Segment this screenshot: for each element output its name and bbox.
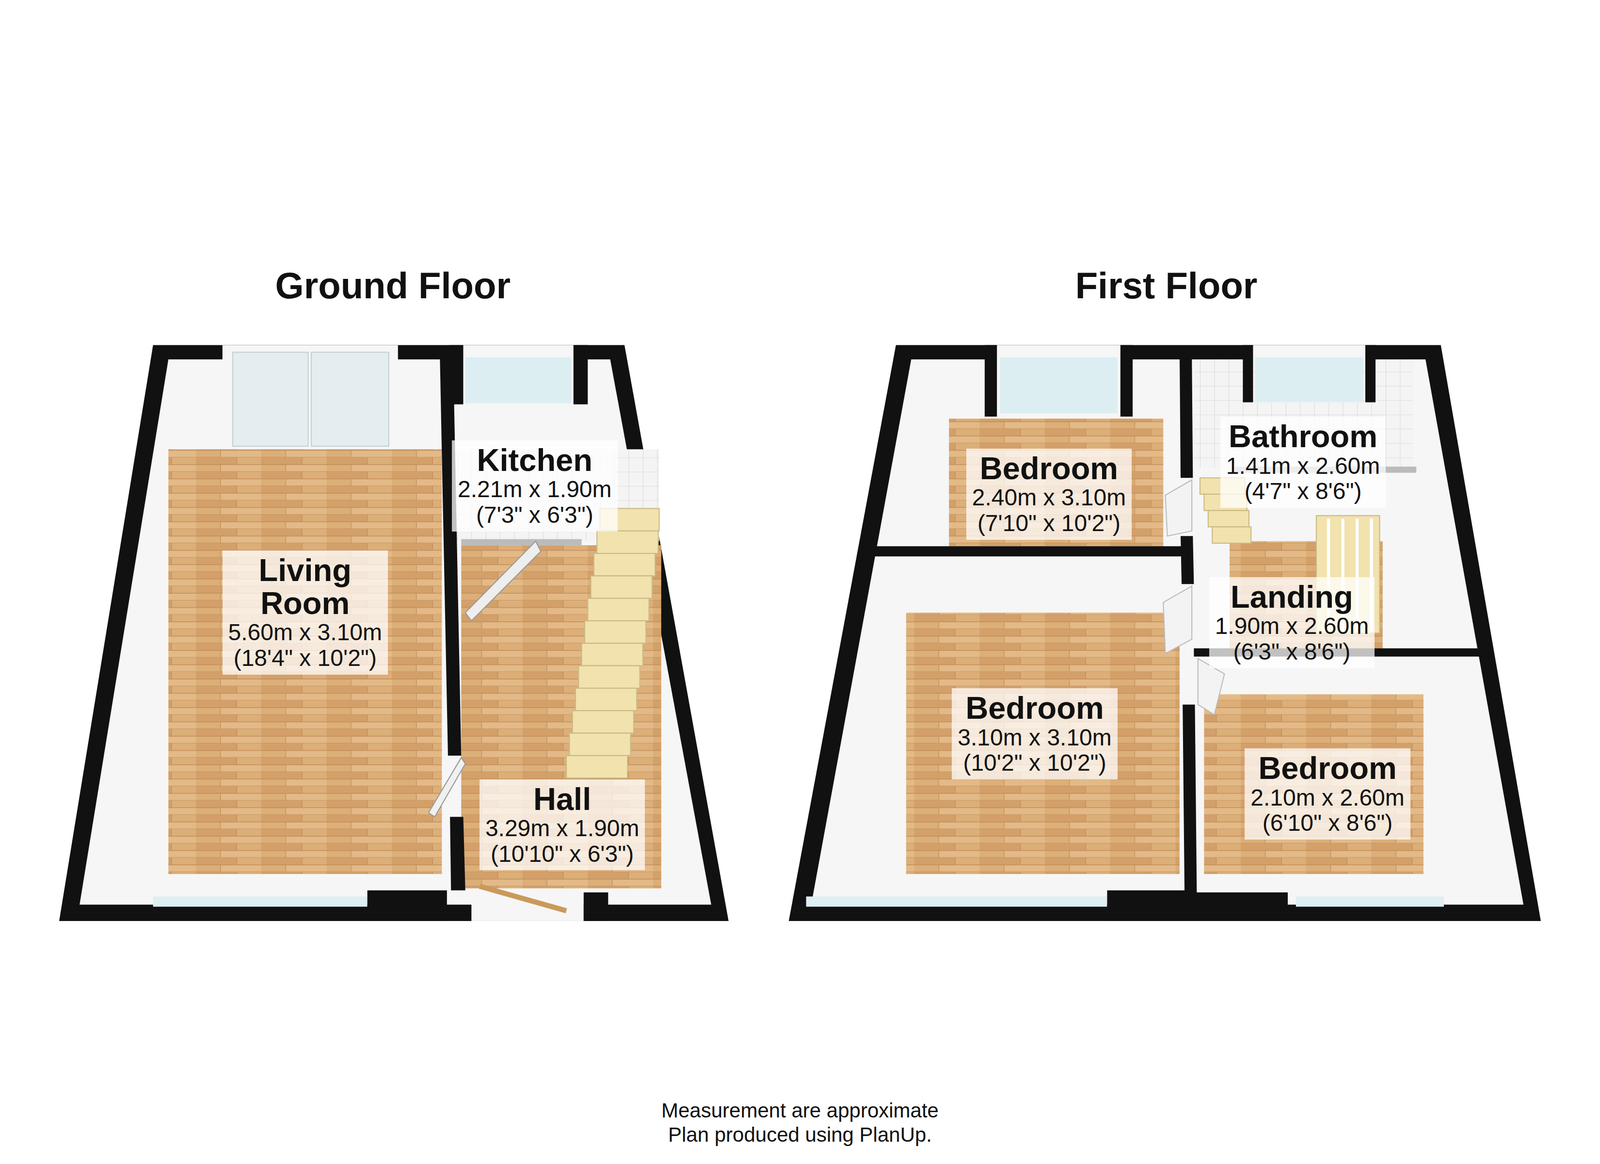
room-dimension: 1.90m x 2.60m	[1215, 613, 1369, 640]
door-leaf	[1165, 479, 1192, 536]
interior-wall	[870, 545, 1184, 557]
stair-step	[575, 688, 637, 711]
stair-step	[596, 530, 658, 554]
floor-plan: Ground FloorLiving Room5.60m x 3.10m(18'…	[50, 255, 735, 934]
room-label: Living Room5.60m x 3.10m(18'4" x 10'2")	[222, 550, 388, 675]
stair-step	[1212, 526, 1251, 544]
room-name: Landing	[1215, 580, 1369, 614]
room-label: Landing1.90m x 2.60m(6'3" x 8'6")	[1209, 576, 1375, 669]
window-glass	[465, 357, 572, 404]
room-label: Bathroom1.41m x 2.60m(4'7" x 8'6")	[1220, 416, 1386, 508]
window-glass	[806, 896, 1108, 907]
room-name: Bedroom	[972, 451, 1126, 485]
room-label: Bedroom2.10m x 2.60m(6'10" x 8'6")	[1244, 748, 1410, 840]
stair-step	[587, 598, 649, 621]
stair-step	[569, 733, 631, 756]
interior-wall	[1182, 704, 1197, 909]
room-dimension: (7'10" x 10'2")	[972, 510, 1126, 537]
room-dimension: 3.29m x 1.90m	[485, 815, 640, 842]
wall-block	[1106, 890, 1187, 921]
floor-heading: First Floor	[783, 265, 1549, 306]
stair-step	[572, 710, 634, 733]
patio-door-pane	[232, 352, 309, 447]
room-dimension: (10'2" x 10'2")	[957, 750, 1112, 776]
wood-floor	[1203, 694, 1424, 875]
stair-step	[584, 620, 646, 643]
interior-wall	[449, 816, 466, 891]
interior-wall	[1180, 535, 1194, 584]
outer-wall	[788, 345, 1541, 921]
door-leaf	[428, 757, 466, 817]
room-label: Kitchen2.21m x 1.90m(7'3" x 6'3")	[451, 440, 618, 532]
room-dimension: 5.60m x 3.10m	[228, 619, 383, 646]
room-dimension: 2.21m x 1.90m	[457, 476, 612, 503]
first-floor-plan	[788, 345, 1541, 921]
room-dimension: (6'10" x 8'6")	[1250, 810, 1405, 836]
floor-heading: Ground Floor	[50, 265, 735, 306]
room-dimension: (6'3" x 8'6")	[1215, 639, 1369, 665]
door-leaf	[465, 541, 542, 621]
staircase	[566, 508, 660, 778]
window-gap	[996, 345, 1121, 360]
stair-step	[1208, 510, 1249, 528]
wall-block	[367, 890, 448, 921]
window-recess	[984, 345, 997, 417]
wall-surface	[811, 359, 1524, 905]
room-dimension: 1.41m x 2.60m	[1226, 453, 1380, 480]
window-glass	[1000, 357, 1118, 414]
front-door	[479, 885, 567, 911]
partition-wall	[461, 539, 582, 546]
wall-surface	[79, 359, 712, 905]
room-name: Living Room	[239, 553, 371, 621]
stair-step	[581, 642, 643, 666]
window-gap	[1252, 345, 1366, 360]
wood-floor	[948, 418, 1164, 546]
window-glass	[153, 896, 368, 907]
window-recess	[573, 345, 588, 405]
room-dimension: 2.40m x 3.10m	[972, 484, 1126, 511]
stair-step	[591, 575, 653, 598]
room-dimension: (7'3" x 6'3")	[457, 502, 612, 528]
room-dimension: (10'10" x 6'3")	[485, 841, 640, 867]
window-recess	[1242, 345, 1253, 403]
room-name: Kitchen	[457, 443, 612, 477]
stair-step	[578, 665, 640, 688]
floor-plan: First FloorBedroom2.40m x 3.10m(7'10" x …	[783, 255, 1549, 934]
window-glass	[1296, 896, 1444, 907]
patio-door-pane	[311, 352, 389, 447]
door-leaf	[1163, 585, 1192, 654]
interior-wall	[439, 352, 462, 756]
stair-step	[593, 553, 656, 576]
room-name: Hall	[485, 782, 640, 816]
room-dimension: 3.10m x 3.10m	[957, 724, 1112, 751]
wood-floor	[168, 448, 442, 874]
wall-block	[1196, 892, 1288, 921]
ground-floor-plan	[59, 345, 729, 921]
window-recess	[1365, 345, 1376, 403]
outer-wall	[59, 345, 729, 921]
wall-block	[583, 892, 609, 921]
wood-floor	[906, 612, 1180, 874]
room-name: Bedroom	[1250, 751, 1405, 785]
room-name: Bathroom	[1226, 419, 1380, 453]
room-label: Hall3.29m x 1.90m(10'10" x 6'3")	[479, 779, 645, 871]
window-gap	[463, 345, 574, 360]
window-recess	[1120, 345, 1133, 417]
room-name: Bedroom	[957, 691, 1112, 725]
window-glass	[1255, 357, 1364, 403]
stair-step	[566, 755, 628, 778]
room-label: Bedroom3.10m x 3.10m(10'2" x 10'2")	[951, 688, 1118, 780]
room-dimension: (4'7" x 8'6")	[1226, 478, 1380, 505]
interior-wall	[1179, 352, 1193, 478]
room-dimension: 2.10m x 2.60m	[1250, 784, 1405, 811]
room-label: Bedroom2.40m x 3.10m(7'10" x 10'2")	[966, 448, 1132, 540]
door-gap	[471, 902, 584, 921]
caption: Measurement are approximate Plan produce…	[644, 1098, 956, 1148]
room-dimension: (18'4" x 10'2")	[228, 645, 383, 672]
